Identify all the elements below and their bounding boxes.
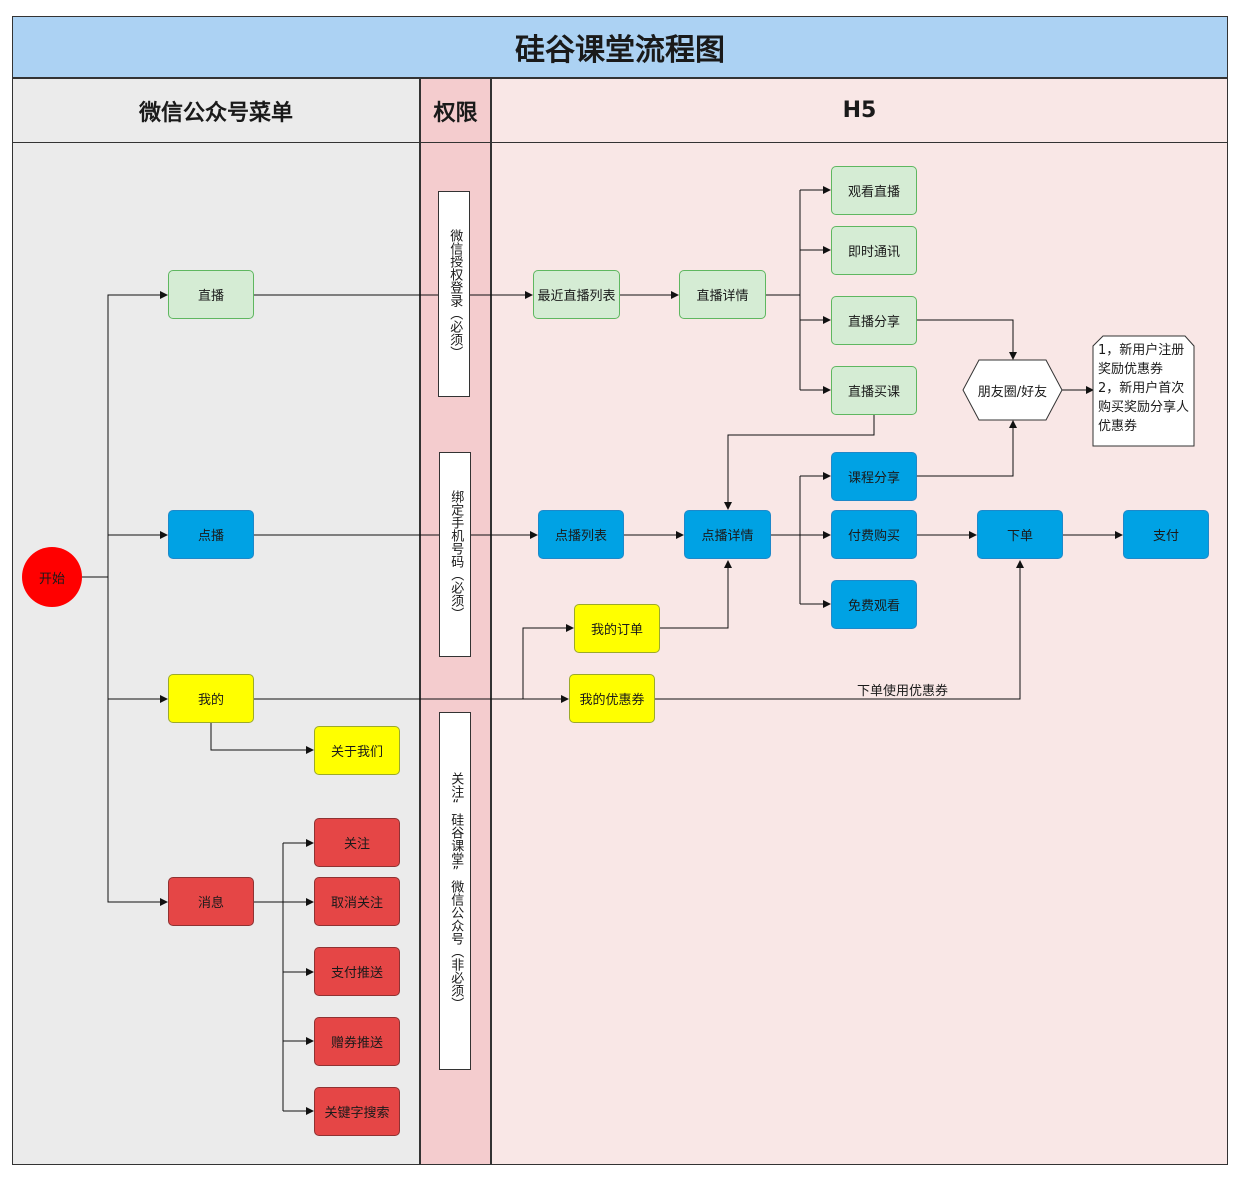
start-node: 开始 bbox=[22, 547, 82, 607]
vod-detail[interactable]: 点播详情 bbox=[684, 510, 771, 559]
course-share[interactable]: 课程分享 bbox=[831, 452, 917, 501]
watch-live[interactable]: 观看直播 bbox=[831, 166, 917, 215]
menu-live[interactable]: 直播 bbox=[168, 270, 254, 319]
menu-unfollow[interactable]: 取消关注 bbox=[314, 877, 400, 926]
paid-purchase[interactable]: 付费购买 bbox=[831, 510, 917, 559]
my-orders[interactable]: 我的订单 bbox=[574, 604, 660, 653]
menu-message[interactable]: 消息 bbox=[168, 877, 254, 926]
auth-wechat-login: 微信授权登录（必须） bbox=[438, 191, 470, 397]
menu-about-us[interactable]: 关于我们 bbox=[314, 726, 400, 775]
diagram-title: 硅谷课堂流程图 bbox=[12, 16, 1228, 78]
coupon-reward-note: 1，新用户注册奖励优惠券 2，新用户首次购买奖励分享人优惠券 bbox=[1098, 343, 1190, 434]
menu-follow[interactable]: 关注 bbox=[314, 818, 400, 867]
menu-pay-push[interactable]: 支付推送 bbox=[314, 947, 400, 996]
instant-messaging[interactable]: 即时通讯 bbox=[831, 226, 917, 275]
live-detail[interactable]: 直播详情 bbox=[679, 270, 766, 319]
pay[interactable]: 支付 bbox=[1123, 510, 1209, 559]
lane-h5-header: H5 bbox=[492, 79, 1227, 143]
auth-bind-phone: 绑定手机号码（必须） bbox=[439, 452, 471, 657]
menu-vod[interactable]: 点播 bbox=[168, 510, 254, 559]
live-list[interactable]: 最近直播列表 bbox=[533, 270, 620, 319]
menu-coupon-push[interactable]: 赠券推送 bbox=[314, 1017, 400, 1066]
vod-list[interactable]: 点播列表 bbox=[538, 510, 624, 559]
menu-mine[interactable]: 我的 bbox=[168, 674, 254, 723]
place-order[interactable]: 下单 bbox=[977, 510, 1063, 559]
moments-friends[interactable]: 朋友圈/好友 bbox=[977, 384, 1048, 400]
lane-wechat-menu-header: 微信公众号菜单 bbox=[13, 79, 419, 143]
auth-follow-account: 关注“硅谷课堂”微信公众号（非必须） bbox=[439, 712, 471, 1070]
coupon-order-label: 下单使用优惠券 bbox=[857, 684, 949, 699]
live-buy-course[interactable]: 直播买课 bbox=[831, 366, 917, 415]
menu-keyword-search[interactable]: 关键字搜索 bbox=[314, 1087, 400, 1136]
live-share[interactable]: 直播分享 bbox=[831, 296, 917, 345]
lane-auth-header: 权限 bbox=[421, 79, 490, 143]
my-coupons[interactable]: 我的优惠券 bbox=[569, 674, 655, 723]
free-watch[interactable]: 免费观看 bbox=[831, 580, 917, 629]
